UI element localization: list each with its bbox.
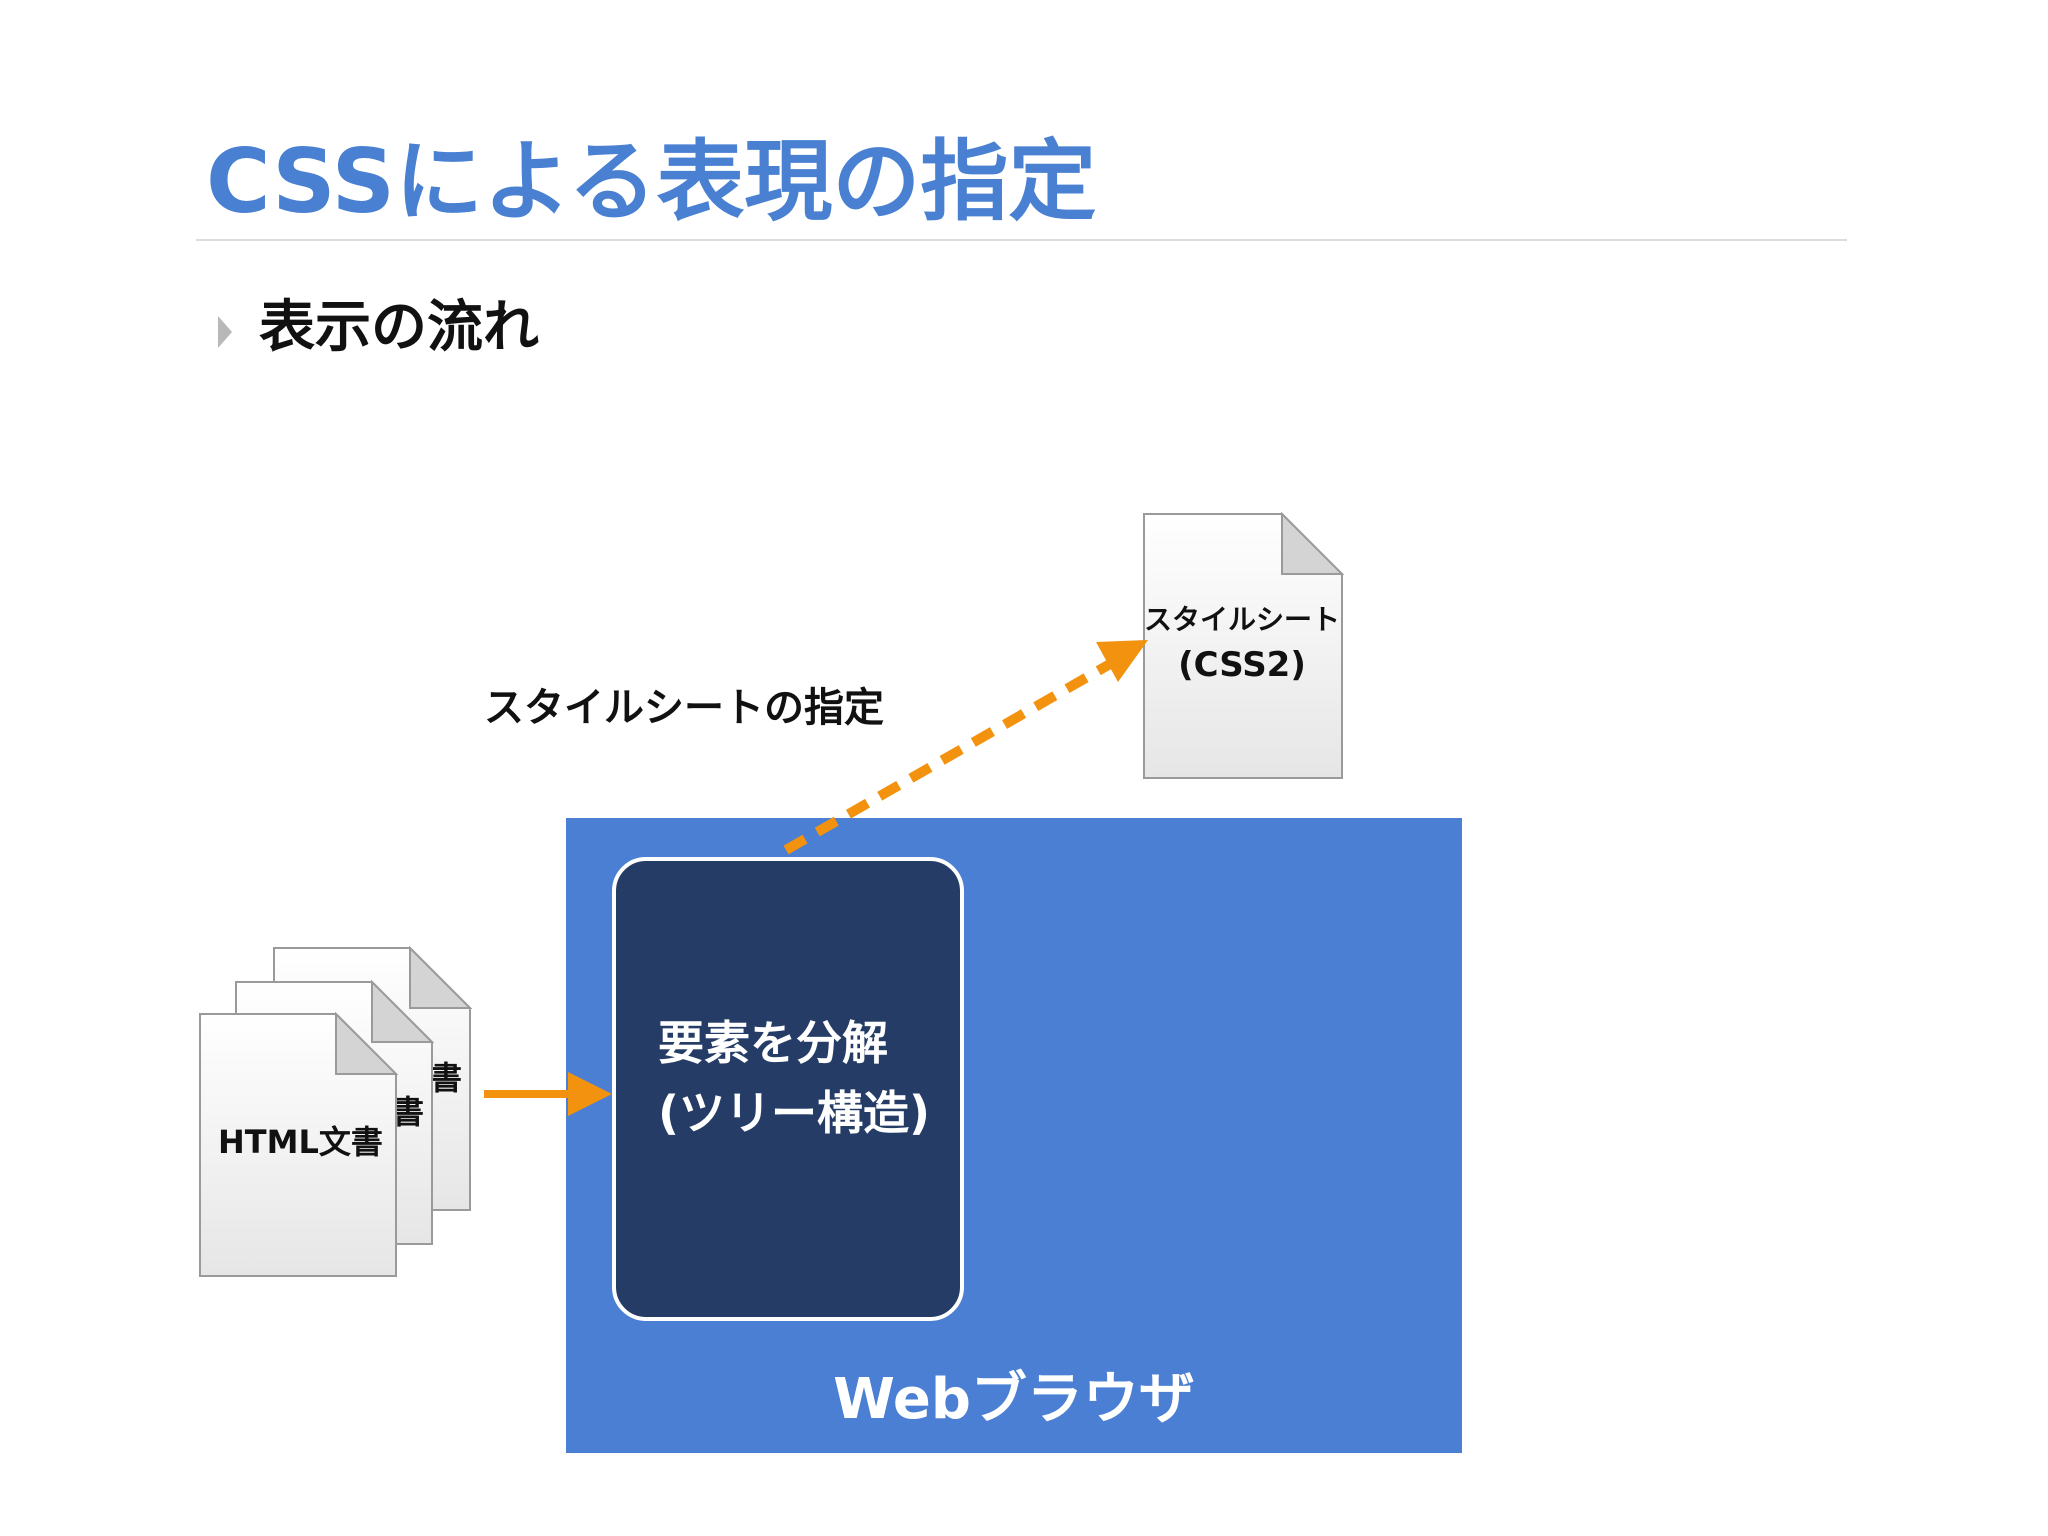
stylesheet-document-icon bbox=[1142, 512, 1344, 780]
stylesheet-spec-label: スタイルシートの指定 bbox=[484, 685, 884, 731]
title-divider bbox=[196, 239, 1847, 241]
html-document-back-label: 書 bbox=[430, 1059, 463, 1097]
html-document-middle-label: 書 bbox=[392, 1093, 425, 1131]
parse-tree-box bbox=[612, 857, 964, 1321]
parse-box-line2: (ツリー構造) bbox=[658, 1086, 931, 1140]
web-browser-label: Webブラウザ bbox=[833, 1367, 1195, 1432]
stylesheet-line1: スタイルシート bbox=[1143, 603, 1340, 636]
parse-box-line1: 要素を分解 bbox=[658, 1016, 888, 1070]
stylesheet-line2: (CSS2) bbox=[1178, 645, 1306, 685]
html-to-browser-arrow bbox=[484, 1072, 612, 1116]
stylesheet-reference-arrow bbox=[783, 640, 1148, 855]
html-document-front-label: HTML文書 bbox=[218, 1123, 383, 1161]
bullet-triangle-icon bbox=[218, 316, 232, 348]
bullet-text: 表示の流れ bbox=[259, 295, 539, 360]
html-document-front-icon: HTML文書 bbox=[198, 1012, 398, 1278]
slide-title: CSSによる表現の指定 bbox=[206, 130, 1097, 233]
